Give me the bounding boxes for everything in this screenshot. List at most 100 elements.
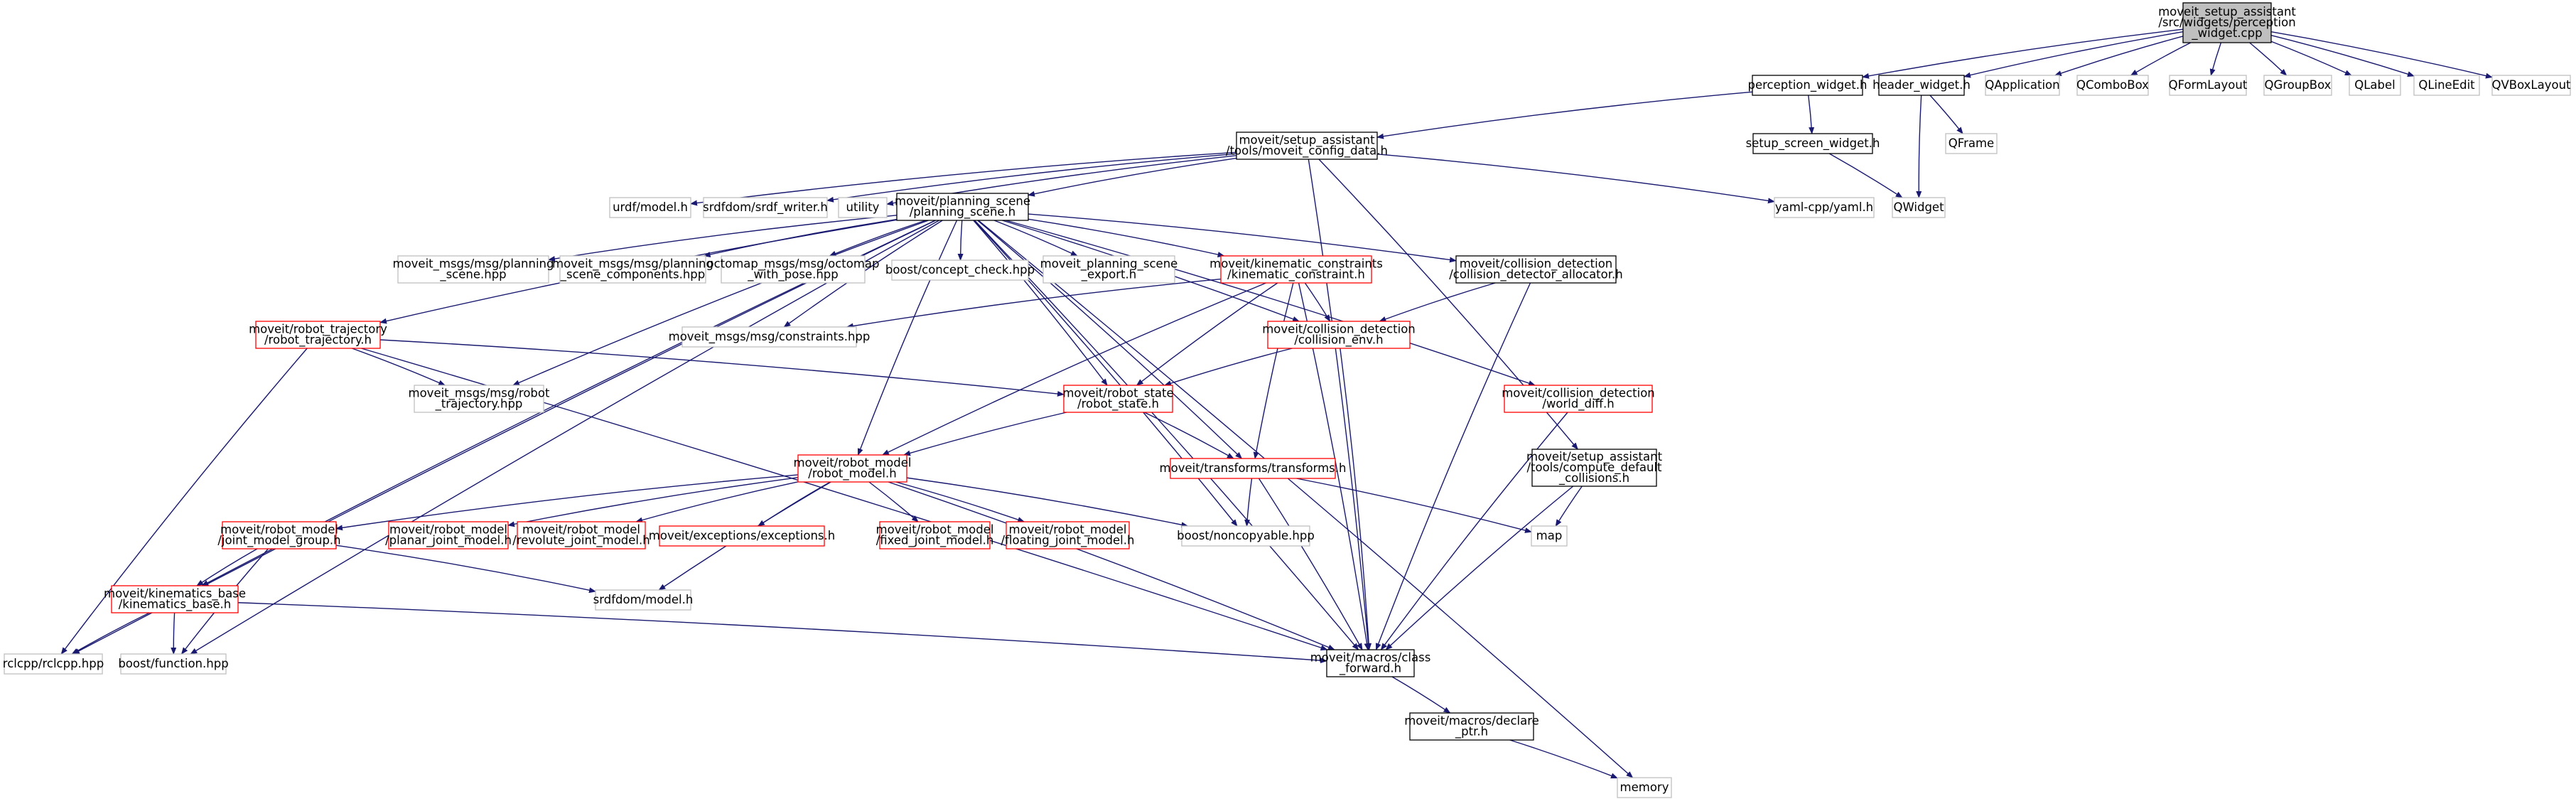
node-box	[1531, 449, 1657, 487]
edge-robot_model-to-jmg	[335, 474, 799, 531]
node-label-line: _forward.h	[1339, 662, 1401, 676]
node-box	[397, 255, 549, 284]
node-label-line: map	[1536, 529, 1563, 542]
node-kin-base[interactable]: moveit/kinematics_base/kinematics_base.h	[104, 585, 246, 613]
node-qvboxlayout: QVBoxLayout	[2491, 75, 2571, 96]
node-compute-default[interactable]: moveit/setup_assistant/tools/compute_def…	[1526, 449, 1663, 487]
node-label-line: QLineEdit	[2418, 78, 2475, 92]
edge-kin_constraint-to-constraints	[846, 278, 1222, 329]
nodes-layer: moveit_setup_assistant/src/widgets/perce…	[3, 2, 2571, 798]
node-qlabel: QLabel	[2349, 75, 2401, 96]
edge-kin_constraint-to-robot_state	[1136, 282, 1278, 386]
edge-root-to-qlineedit	[2270, 34, 2415, 77]
node-label-line: _export.h	[1081, 268, 1136, 282]
node-label-line: /planar_joint_model.h	[385, 534, 512, 548]
node-label-line: urdf/model.h	[613, 200, 688, 214]
edge-header_widget-to-qwidget	[1916, 95, 1922, 198]
node-label-line: moveit/robot_model	[794, 456, 912, 471]
node-cd-alloc[interactable]: moveit/collision_detection/collision_det…	[1449, 255, 1623, 284]
node-box	[595, 589, 691, 611]
node-box	[1985, 75, 2060, 96]
node-concept-check: boost/concept_check.hpp	[885, 259, 1035, 281]
node-world-diff[interactable]: moveit/collision_detection/world_diff.h	[1502, 385, 1655, 413]
edge-class_forward-to-declare_ptr	[1391, 676, 1451, 714]
node-label-line: rclcpp/rclcpp.hpp	[3, 657, 104, 670]
edge-planning_scene-to-class_forward	[974, 220, 1359, 650]
node-setup-screen[interactable]: setup_screen_widget.h	[1746, 133, 1880, 154]
node-declare-ptr[interactable]: moveit/macros/declare_ptr.h	[1404, 712, 1539, 741]
node-planning-scene[interactable]: moveit/planning_scene/planning_scene.h	[895, 193, 1030, 221]
node-qcombobox: QComboBox	[2076, 75, 2149, 96]
node-revolute[interactable]: moveit/robot_model/revolute_joint_model.…	[512, 521, 650, 549]
node-robot-model[interactable]: moveit/robot_model/robot_model.h	[794, 454, 912, 483]
node-perception-widget[interactable]: perception_widget.h	[1748, 75, 1868, 96]
node-box	[2413, 75, 2480, 96]
node-config-data[interactable]: moveit/setup_assistant/tools/moveit_conf…	[1226, 132, 1388, 160]
node-box	[1006, 521, 1130, 549]
node-jmg[interactable]: moveit/robot_model/joint_model_group.h	[217, 521, 341, 549]
node-srdf-model: srdfdom/model.h	[593, 589, 693, 611]
edge-world_diff-to-class_forward	[1380, 412, 1568, 650]
edge-header_widget-to-qframe	[1929, 95, 1963, 134]
edge-kin_base-to-class_forward	[237, 602, 1327, 664]
node-planar[interactable]: moveit/robot_model/planar_joint_model.h	[385, 521, 512, 549]
node-label-line: /tools/moveit_config_data.h	[1226, 144, 1388, 159]
node-box	[1617, 777, 1672, 798]
node-noncopyable: boost/noncopyable.hpp	[1177, 525, 1315, 547]
node-class-forward[interactable]: moveit/macros/class_forward.h	[1310, 649, 1431, 677]
edge-planning_scene-to-robot_model	[857, 220, 958, 456]
edge-compute_default-to-class_forward	[1385, 486, 1574, 650]
edge-planning_scene-to-memory	[978, 220, 1634, 778]
node-box	[2491, 75, 2571, 96]
node-transforms[interactable]: moveit/transforms/transforms.h	[1160, 458, 1347, 479]
node-label-line: /kinematics_base.h	[119, 598, 232, 612]
node-robot-state[interactable]: moveit/robot_state/robot_state.h	[1062, 385, 1174, 413]
node-floating[interactable]: moveit/robot_model/floating_joint_model.…	[1001, 521, 1135, 549]
node-label-line: srdfdom/srdf_writer.h	[703, 200, 828, 215]
node-label-line: /world_diff.h	[1542, 397, 1614, 412]
node-exceptions[interactable]: moveit/exceptions/exceptions.h	[649, 525, 835, 547]
edge-config_data-to-planning_scene	[1028, 157, 1237, 197]
edge-kin_base-to-rclcpp	[71, 612, 150, 655]
node-label-line: moveit/robot_trajectory	[249, 323, 387, 337]
edge-planning_scene-to-octomap	[829, 220, 927, 257]
node-label-line: octomap_msgs/msg/octomap	[706, 257, 879, 272]
node-kin-constraint[interactable]: moveit/kinematic_constraints/kinematic_c…	[1209, 255, 1383, 284]
node-box	[1042, 255, 1175, 284]
node-label-line: moveit/robot_model	[876, 523, 994, 537]
node-box	[1267, 321, 1411, 349]
edge-robot_model-to-noncopyable	[906, 477, 1189, 528]
edge-declare_ptr-to-memory	[1509, 739, 1618, 779]
node-box	[1774, 197, 1875, 218]
node-box	[1892, 197, 1946, 218]
node-box	[1326, 649, 1415, 677]
node-collision-env[interactable]: moveit/collision_detection/collision_env…	[1262, 321, 1416, 349]
node-robot-traj[interactable]: moveit/robot_trajectory/robot_trajectory…	[249, 321, 387, 349]
node-qwidget: QWidget	[1892, 197, 1946, 218]
edge-cd_alloc-to-collision_env	[1379, 282, 1496, 322]
node-utility: utility	[838, 197, 888, 218]
node-label-line: moveit/planning_scene	[895, 195, 1030, 209]
edge-transforms-to-noncopyable	[1244, 478, 1253, 527]
node-label-line: QFormLayout	[2169, 78, 2248, 92]
node-ps-hpp: moveit_msgs/msg/planning_scene.hpp	[393, 255, 554, 284]
node-label-line: moveit/setup_assistant	[1526, 450, 1663, 464]
node-box	[703, 197, 828, 218]
edge-robot_traj-to-robot_state	[379, 339, 1065, 397]
node-label-line: moveit_msgs/msg/robot	[409, 387, 550, 401]
node-root[interactable]: moveit_setup_assistant/src/widgets/perce…	[2158, 2, 2296, 43]
node-fixed[interactable]: moveit/robot_model/fixed_joint_model.h	[876, 521, 994, 549]
node-label-line: boost/noncopyable.hpp	[1177, 529, 1315, 542]
node-box	[1220, 255, 1372, 284]
node-memory: memory	[1617, 777, 1672, 798]
edge-config_data-to-yaml	[1376, 154, 1775, 204]
node-label-line: perception_widget.h	[1748, 78, 1868, 92]
node-box	[559, 255, 706, 284]
node-label-line: moveit_msgs/msg/planning	[393, 257, 554, 272]
node-label-line: moveit/robot_model	[522, 523, 640, 537]
node-label-line: QGroupBox	[2265, 78, 2332, 92]
node-label-line: /robot_state.h	[1077, 397, 1159, 412]
node-header-widget[interactable]: header_widget.h	[1872, 75, 1971, 96]
node-box	[896, 193, 1029, 221]
edge-config_data-to-srdf_writer	[826, 153, 1237, 203]
